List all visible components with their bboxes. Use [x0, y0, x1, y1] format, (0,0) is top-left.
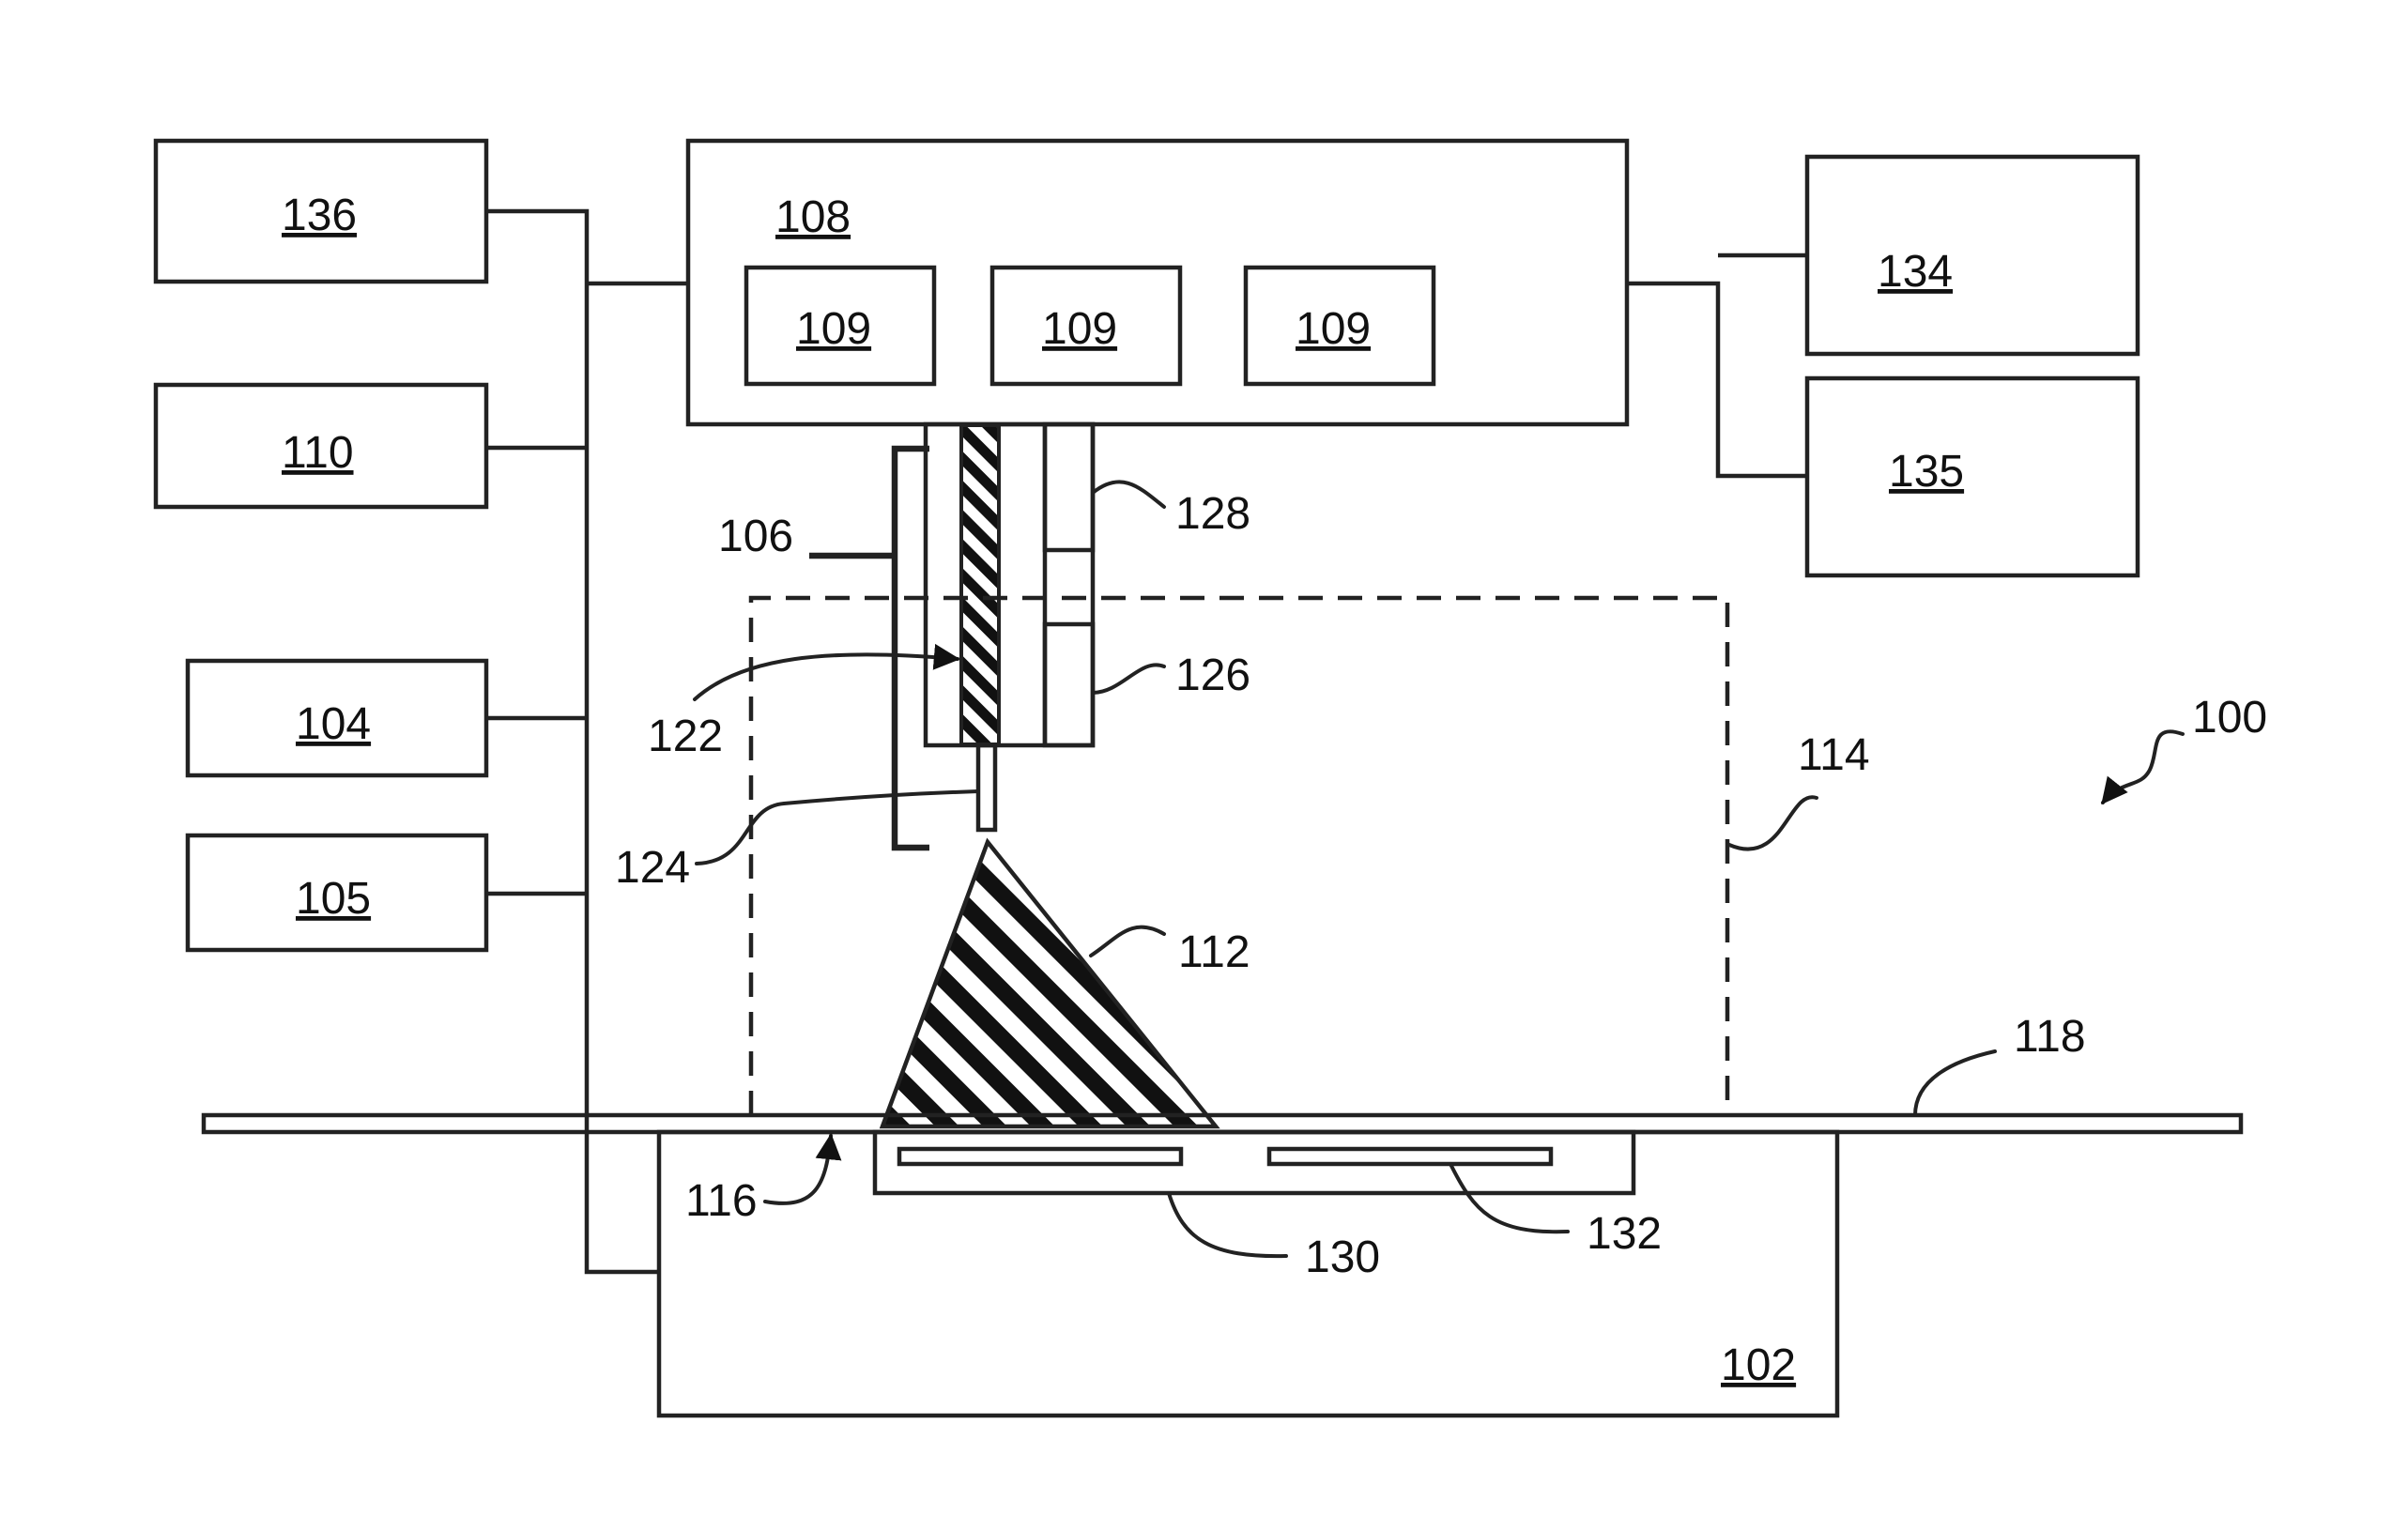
label-104: 104: [296, 699, 371, 749]
label-100: 100: [2192, 693, 2267, 743]
label-105: 105: [296, 874, 371, 924]
leader-arrow-116: [765, 1136, 831, 1203]
printed-object-112: [882, 842, 1216, 1126]
label-109-c: 109: [1296, 304, 1371, 354]
label-132: 132: [1587, 1209, 1662, 1259]
label-110: 110: [282, 428, 354, 478]
leader-118: [1915, 1051, 1995, 1115]
label-109-b: 109: [1042, 304, 1117, 354]
leader-112: [1091, 927, 1164, 956]
controller-box-108: [688, 141, 1627, 424]
label-106: 106: [718, 512, 793, 561]
leader-128: [1093, 482, 1164, 507]
label-136: 136: [282, 191, 357, 240]
label-126: 126: [1175, 651, 1250, 700]
box-135: [1807, 378, 2138, 575]
label-102: 102: [1721, 1340, 1796, 1390]
label-116: 116: [685, 1176, 758, 1226]
label-135: 135: [1889, 447, 1964, 497]
leader-124: [697, 791, 978, 864]
print-head-body: [926, 424, 1093, 745]
leader-arrow-100: [2103, 731, 2183, 803]
label-118: 118: [2014, 1012, 2086, 1062]
label-124: 124: [615, 843, 690, 893]
heating-element-132-b: [1269, 1149, 1551, 1164]
leader-130: [1169, 1193, 1286, 1256]
base-box-102: [659, 1132, 1837, 1416]
print-head-hatched-layer-122: [961, 425, 999, 744]
label-134: 134: [1878, 247, 1953, 297]
leader-126: [1093, 665, 1164, 693]
component-box-126: [1045, 624, 1093, 745]
label-109-a: 109: [796, 304, 871, 354]
label-114: 114: [1798, 730, 1870, 780]
leader-132: [1450, 1164, 1568, 1232]
label-130: 130: [1305, 1232, 1380, 1282]
label-112: 112: [1178, 927, 1250, 977]
box-134: [1807, 157, 2138, 354]
build-plate-118: [204, 1115, 2241, 1132]
leader-114: [1729, 797, 1817, 849]
label-108: 108: [775, 192, 851, 242]
component-box-128: [1045, 424, 1093, 550]
label-122: 122: [648, 712, 723, 761]
heating-element-132-a: [899, 1149, 1181, 1164]
label-128: 128: [1175, 489, 1250, 539]
right-bus-line: [1627, 255, 1807, 476]
leader-arrow-122: [695, 654, 958, 699]
bracket-106: [809, 449, 929, 848]
nozzle-124: [978, 745, 995, 830]
